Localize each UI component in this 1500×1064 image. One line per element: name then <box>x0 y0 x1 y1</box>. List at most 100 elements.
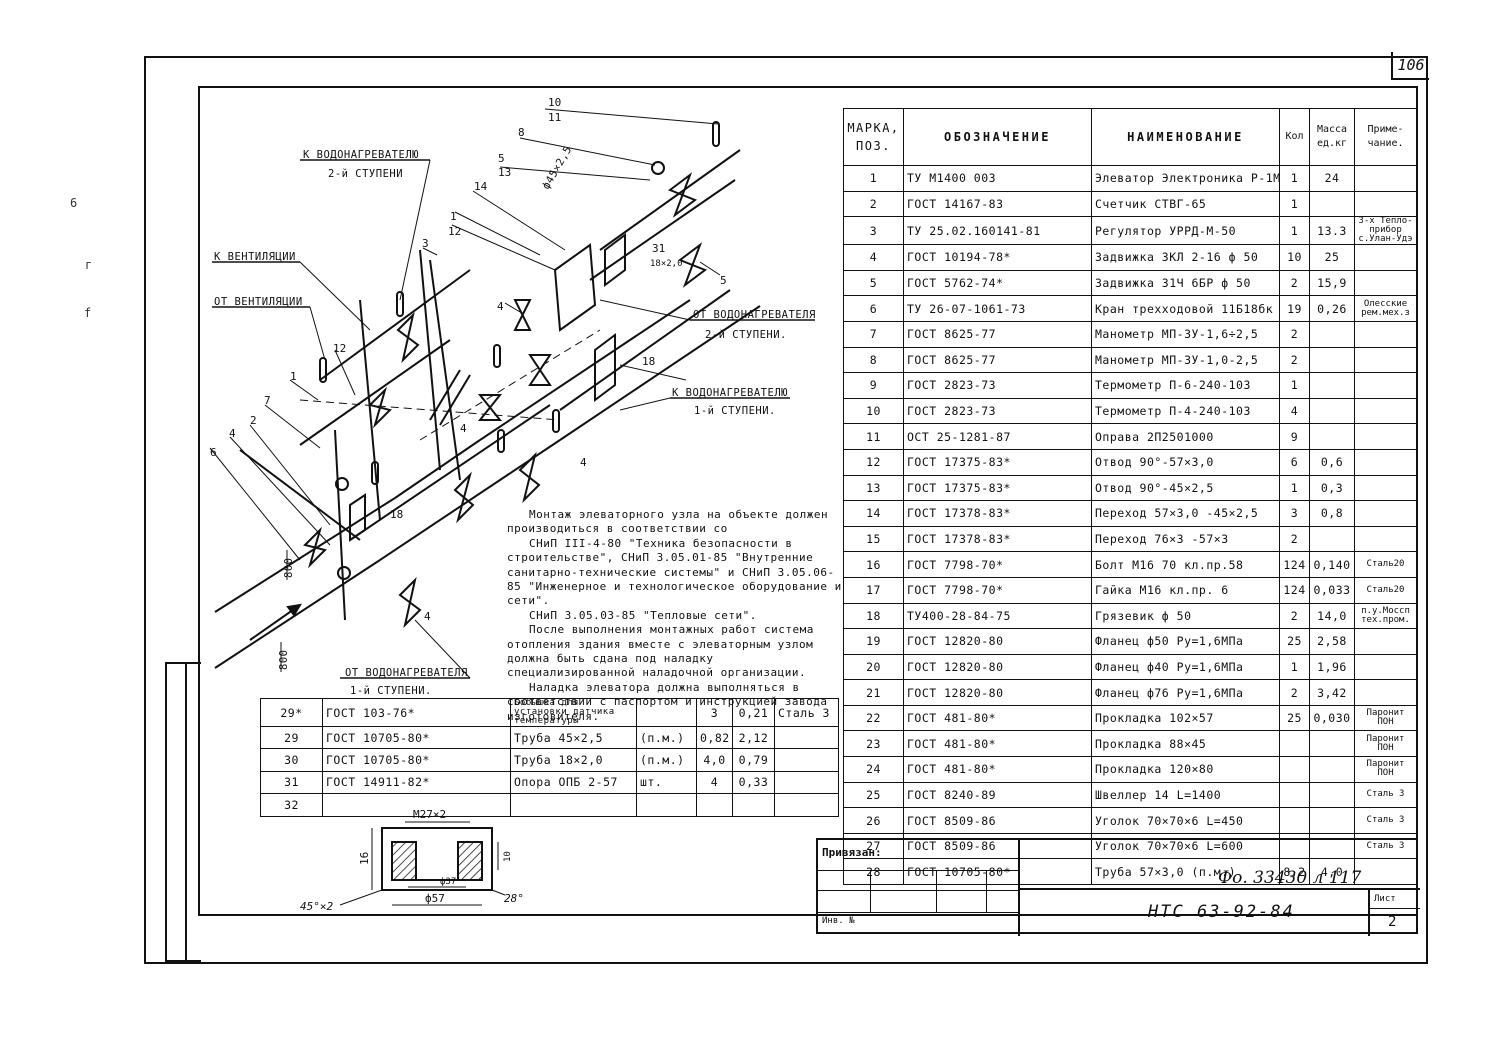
pipe-size-label: ф45×2,5 <box>540 144 574 191</box>
leader-label: 7 <box>264 394 271 407</box>
cell-note <box>1354 346 1417 374</box>
cell-unit <box>636 698 697 727</box>
dimension-800-lower: 800 <box>278 650 290 670</box>
cell-pos: 2 <box>843 190 904 218</box>
cell-pos: 1 <box>843 165 904 192</box>
label-to-vent: К ВЕНТИЛЯЦИИ <box>214 251 296 263</box>
table-row: 29*ГОСТ 103-76*Бобышка для установки дат… <box>260 698 839 727</box>
cell-name: Опора ОПБ 2-57 <box>510 770 637 795</box>
boss-detail-section <box>339 821 506 906</box>
cell-note <box>1354 653 1417 681</box>
note-paragraph: СНиП III-4-80 "Техника безопасности в ст… <box>507 536 842 608</box>
cell-qty: 1 <box>1279 216 1310 246</box>
cell-qty: 124 <box>1279 551 1310 578</box>
cell-designation: ТУ 26-07-1061-73 <box>903 295 1092 322</box>
cell-qty: 4 <box>696 770 733 795</box>
cell-pos: 3 <box>843 216 904 246</box>
cell-name: Задвижка 31Ч 6БР ф 50 <box>1091 269 1280 297</box>
cell-pos: 31 <box>260 770 323 795</box>
cell-note <box>774 725 839 750</box>
cell-name: Труба 45×2,5 <box>510 725 637 750</box>
cell-pos: 21 <box>843 679 904 706</box>
cell-pos: 13 <box>843 474 904 502</box>
cell-qty <box>1279 730 1310 758</box>
sheet-label: Лист <box>1374 894 1396 904</box>
header-qty: Кол <box>1279 108 1310 166</box>
cell-note <box>1354 190 1417 218</box>
cell-note <box>1354 397 1417 425</box>
cell-mass: 0,030 <box>1309 704 1355 732</box>
cell-note: 3-х Тепло-прибор с.Улан-Удэ <box>1354 216 1417 246</box>
cell-note: Олесские рем.мех.з <box>1354 295 1417 322</box>
cell-pos: 26 <box>843 807 904 834</box>
cell-qty: 1 <box>1279 165 1310 192</box>
cell-designation: ГОСТ 10705-80* <box>322 748 511 772</box>
cell-name: Грязевик ф 50 <box>1091 602 1280 630</box>
cell-designation: ГОСТ 14911-82* <box>322 770 511 795</box>
header-designation: ОБОЗНАЧЕНИЕ <box>903 108 1092 166</box>
cell-mass: 0,79 <box>732 748 775 772</box>
detail-outer-diameter: ф57 <box>425 892 445 905</box>
leader-label: 1 <box>450 210 457 223</box>
cell-designation: ГОСТ 14167-83 <box>903 190 1092 218</box>
label-to-heater-1-stage: 1-й СТУПЕНИ. <box>694 405 776 417</box>
leader-label: 12 <box>448 225 461 238</box>
cell-pos: 18 <box>843 602 904 630</box>
cell-unit: (п.м.) <box>636 725 697 750</box>
cell-note <box>1354 165 1417 192</box>
header-name: НАИМЕНОВАНИЕ <box>1091 108 1280 166</box>
table-header-row: МАРКА, ПОЗ. ОБОЗНАЧЕНИЕ НАИМЕНОВАНИЕ Кол… <box>843 108 1417 166</box>
cell-name: Болт М16 70 кл.пр.58 <box>1091 551 1280 578</box>
cell-designation: ГОСТ 481-80* <box>903 704 1092 732</box>
leader-label: 10 <box>548 96 561 109</box>
cell-name: Отвод 90°-57×3,0 <box>1091 448 1280 476</box>
cell-name: Манометр МП-3У-1,6÷2,5 <box>1091 320 1280 348</box>
cell-note <box>1354 628 1417 655</box>
cell-pos: 30 <box>260 748 323 772</box>
cell-mass: 14,0 <box>1309 602 1355 630</box>
cell-name: Гайка М16 кл.пр. 6 <box>1091 576 1280 604</box>
leader-label: 18 <box>390 508 403 521</box>
cell-qty <box>696 793 733 817</box>
cell-qty: 1 <box>1279 190 1310 218</box>
cell-pos: 23 <box>843 730 904 758</box>
cell-designation: ГОСТ 8509-86 <box>903 832 1092 860</box>
cell-qty: 0,82 <box>696 725 733 750</box>
cell-note <box>1354 679 1417 706</box>
detail-angle: 28° <box>504 892 524 905</box>
cell-mass: 0,33 <box>732 770 775 795</box>
cell-pos: 29* <box>260 698 323 727</box>
installation-notes: Монтаж элеваторного узла на объекте долж… <box>507 508 842 724</box>
cell-qty: 3 <box>696 698 733 727</box>
label-from-heater-2-stage: 2-й СТУПЕНИ. <box>705 329 787 341</box>
cell-designation: ГОСТ 7798-70* <box>903 576 1092 604</box>
cell-qty: 4 <box>1279 397 1310 425</box>
cell-name: Переход 76×3 -57×3 <box>1091 525 1280 553</box>
cell-qty <box>1279 807 1310 834</box>
cell-name: Фланец ф76 Ру=1,6МПа <box>1091 679 1280 706</box>
cell-pos: 11 <box>843 423 904 450</box>
cell-pos: 14 <box>843 500 904 527</box>
cell-designation: ГОСТ 2823-73 <box>903 397 1092 425</box>
cell-designation: ГОСТ 17375-83* <box>903 474 1092 502</box>
cell-name: Труба 57×3,0 (п.м.) <box>1091 858 1280 886</box>
detail-height-right: 10 <box>503 851 513 862</box>
cell-pos: 24 <box>843 756 904 783</box>
cell-mass <box>1309 372 1355 399</box>
cell-designation: ГОСТ 12820-80 <box>903 628 1092 655</box>
cell-note: Сталь20 <box>1354 551 1417 578</box>
cell-designation: ГОСТ 103-76* <box>322 698 511 727</box>
cell-name: Фланец ф50 Ру=1,6МПа <box>1091 628 1280 655</box>
cell-pos: 27 <box>843 832 904 860</box>
